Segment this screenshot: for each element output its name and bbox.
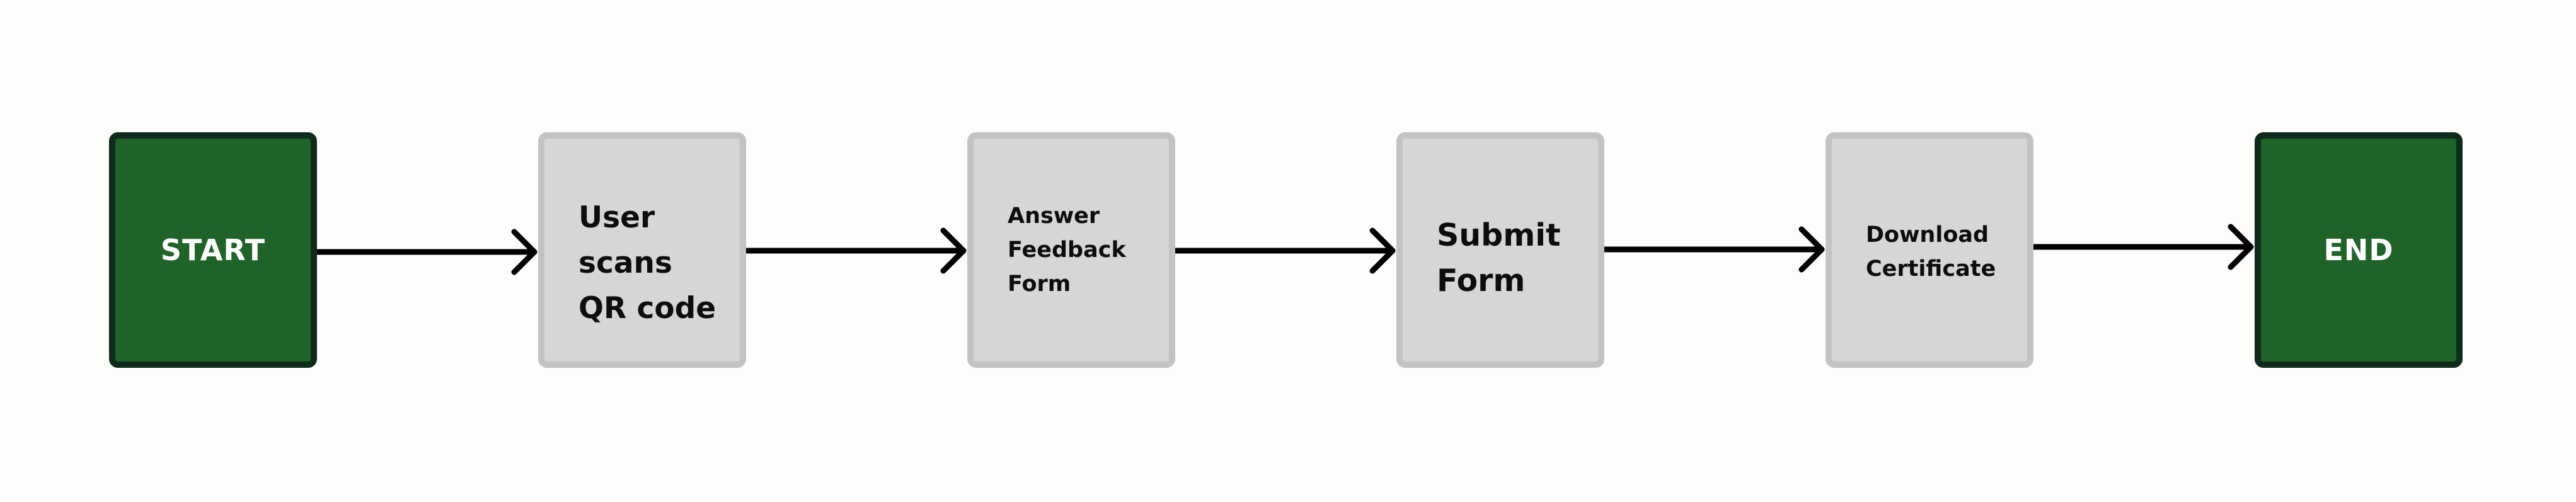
arrow-submit-to-download (1601, 226, 1825, 273)
step-label: Answer Feedback Form (1008, 203, 1126, 297)
arrow-start-to-scan (314, 229, 538, 275)
step-user-scans-qr-code: User scans QR code (538, 132, 746, 368)
start-node: START (109, 132, 317, 368)
end-label: END (2323, 233, 2394, 267)
step-submit-form: Submit Form (1396, 132, 1604, 368)
arrow-answer-to-submit (1172, 227, 1396, 274)
arrow-download-to-end (2030, 224, 2254, 270)
start-label: START (160, 233, 266, 267)
end-node: END (2255, 132, 2463, 368)
step-label: Submit Form (1437, 217, 1561, 299)
step-answer-feedback-form: Answer Feedback Form (967, 132, 1175, 368)
step-label: User scans QR code (578, 200, 716, 326)
step-download-certificate: Download Certificate (1826, 132, 2033, 368)
arrow-scan-to-answer (743, 227, 967, 274)
step-label: Download Certificate (1866, 222, 1996, 282)
